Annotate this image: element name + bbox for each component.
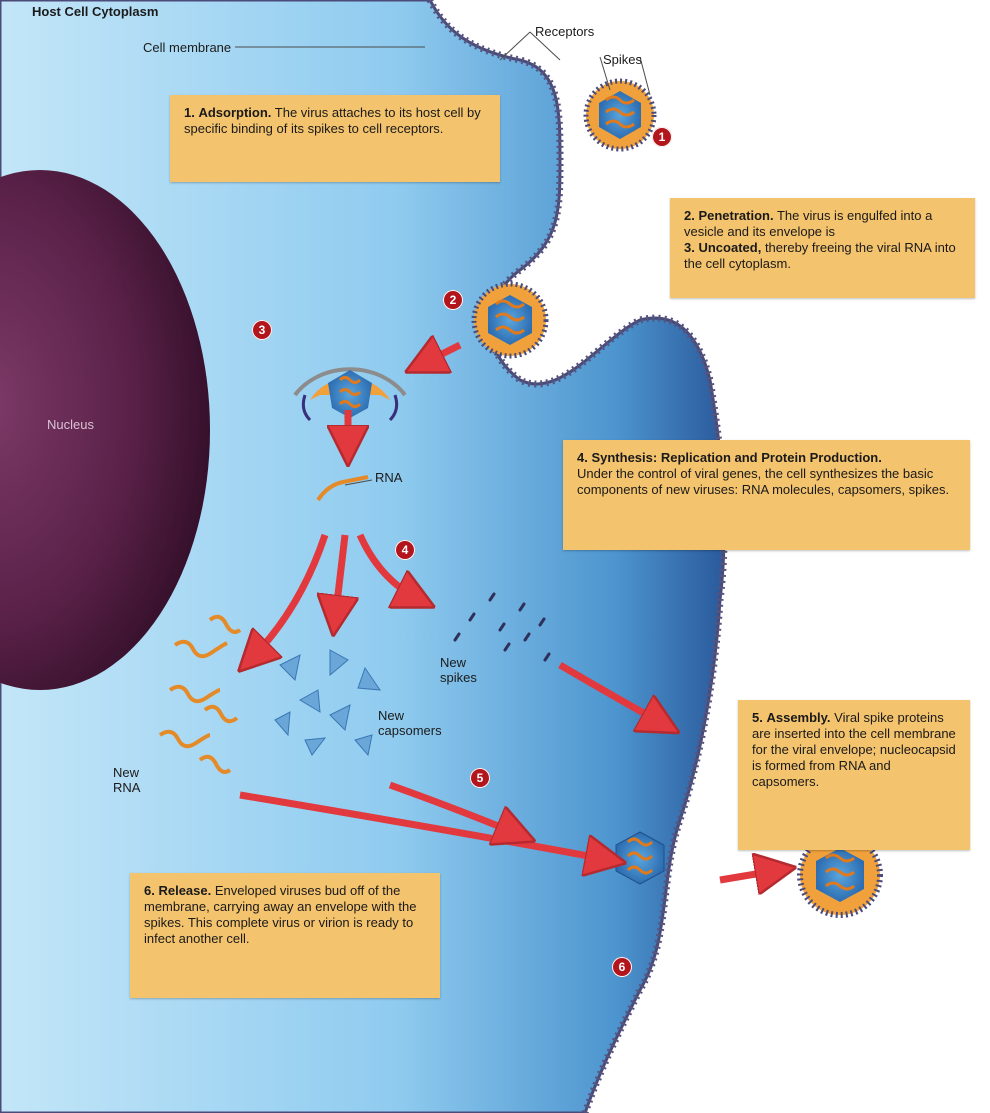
new-rna-label: New RNA (113, 765, 153, 795)
step-1-box: 1. Adsorption. The virus attaches to its… (170, 95, 500, 182)
receptors-label: Receptors (535, 24, 594, 39)
new-capsomers-label: New capsomers (378, 708, 468, 738)
step-5-box: 5. Assembly. Viral spike proteins are in… (738, 700, 970, 850)
step-2-3-box: 2. Penetration. The virus is engulfed in… (670, 198, 975, 298)
rna-label: RNA (375, 470, 402, 485)
step-6-box: 6. Release. Enveloped viruses bud off of… (130, 873, 440, 998)
badge-3: 3 (252, 320, 272, 340)
badge-4: 4 (395, 540, 415, 560)
badge-6: 6 (612, 957, 632, 977)
spikes-label: Spikes (603, 52, 642, 67)
badge-1: 1 (652, 127, 672, 147)
new-spikes-label: New spikes (440, 655, 500, 685)
virus-penetration (474, 284, 546, 356)
badge-5: 5 (470, 768, 490, 788)
host-cytoplasm-label: Host Cell Cytoplasm (32, 4, 158, 19)
cell-membrane-label: Cell membrane (143, 40, 231, 55)
nucleus-label: Nucleus (47, 417, 94, 432)
step-4-box: 4. Synthesis: Replication and Protein Pr… (563, 440, 970, 550)
virus-adsorption (586, 81, 654, 149)
badge-2: 2 (443, 290, 463, 310)
